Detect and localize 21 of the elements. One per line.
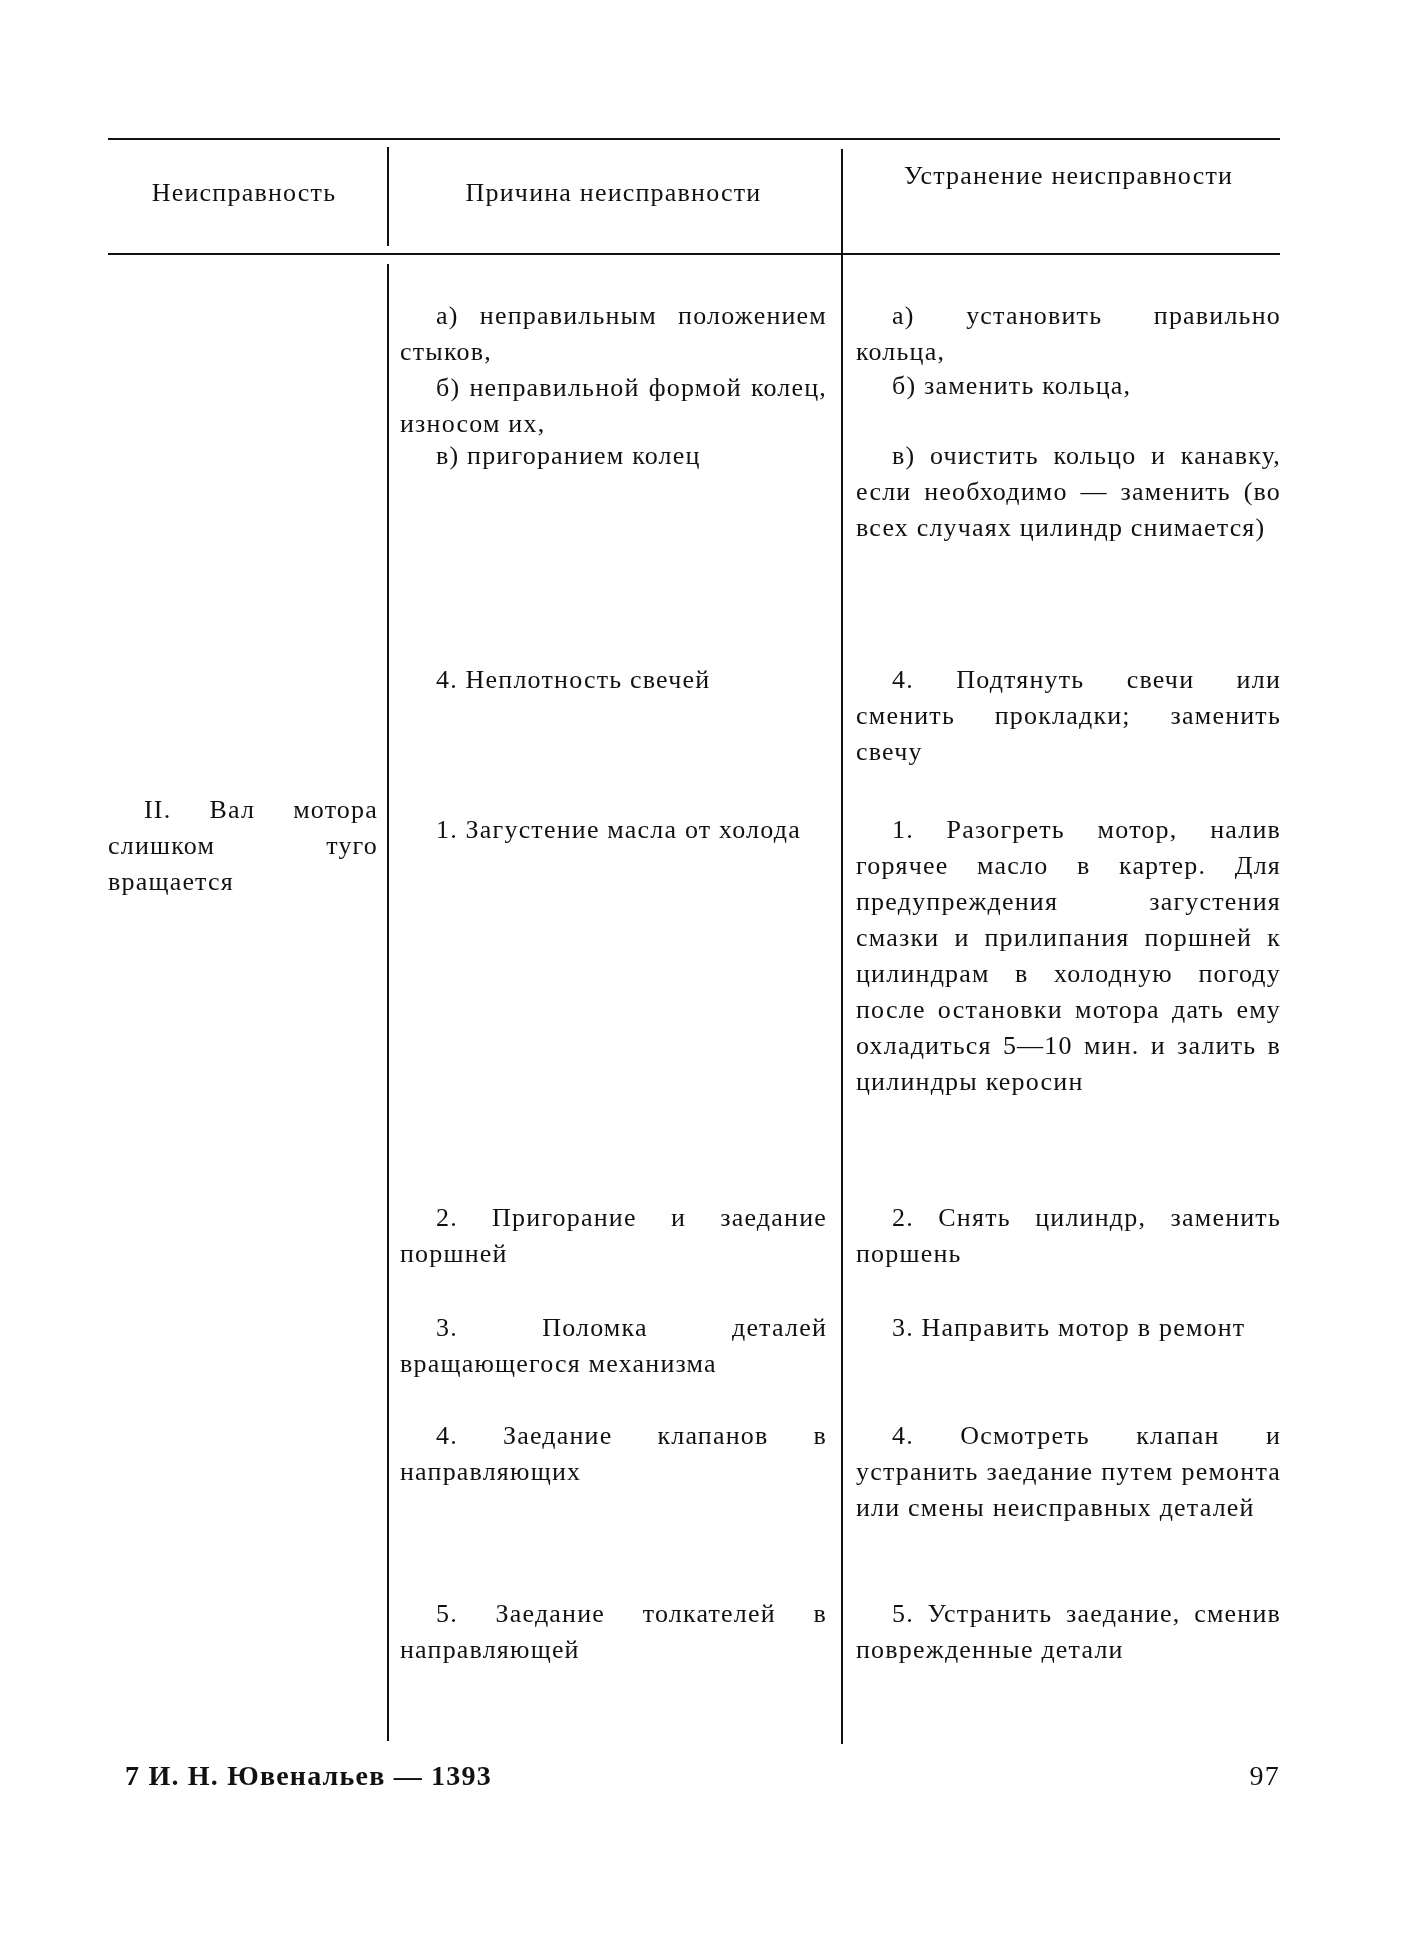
cell-text: 1. Загустение масла от холода: [435, 814, 802, 846]
cell-text: 4. Подтянуть свечи или сменить прокладки; заменить свечу: [856, 664, 1281, 768]
cell-text: 3. Направить мотор в ремонт: [891, 1312, 1247, 1344]
cell-text: II. Вал мотора слишком туго вращается: [108, 794, 378, 898]
cell-text: 5. Заедание толкателей в направляющей: [400, 1598, 827, 1666]
cell-text: 2. Снять цилиндр, заменить поршень: [856, 1202, 1281, 1270]
cell-text: 4. Заедание клапанов в направляющих: [400, 1420, 827, 1488]
cell-text: 4. Неплотность свечей: [435, 664, 712, 696]
cell-text: 5. Устранить заедание, сменив поврежденные детали: [856, 1598, 1281, 1666]
cell-text: 2. Пригорание и заедание поршней: [400, 1202, 827, 1270]
page-number: 97: [1248, 1759, 1280, 1793]
header-text: Неисправность: [150, 177, 338, 209]
cell-text: в) пригоранием колец: [435, 440, 702, 472]
cell-text: б) заменить кольца,: [891, 370, 1133, 402]
cell-text: 1. Разогреть мотор, налив горячее масло в картер. Для предупреждения загустения смазки и прилипания поршней к цилиндрам в холодную погоду после остановки мотора дать ему охладиться 5—10 мин. и залить в цилиндры керосин: [856, 814, 1281, 1098]
cell-text: 3. Поломка деталей вращающегося механизма: [400, 1312, 827, 1380]
footer-text: 7 И. Н. Ювенальев — 1393: [125, 1759, 493, 1793]
cell-text: 4. Осмотреть клапан и устранить заедание путем ремонта или смены неисправных деталей: [856, 1420, 1281, 1524]
header-text: Причина неисправности: [464, 177, 763, 209]
header-text: Устранение неисправности: [902, 160, 1235, 192]
cell-text: в) очистить кольцо и канавку, если необходимо — заменить (во всех случаях цилиндр снимается): [856, 440, 1281, 544]
